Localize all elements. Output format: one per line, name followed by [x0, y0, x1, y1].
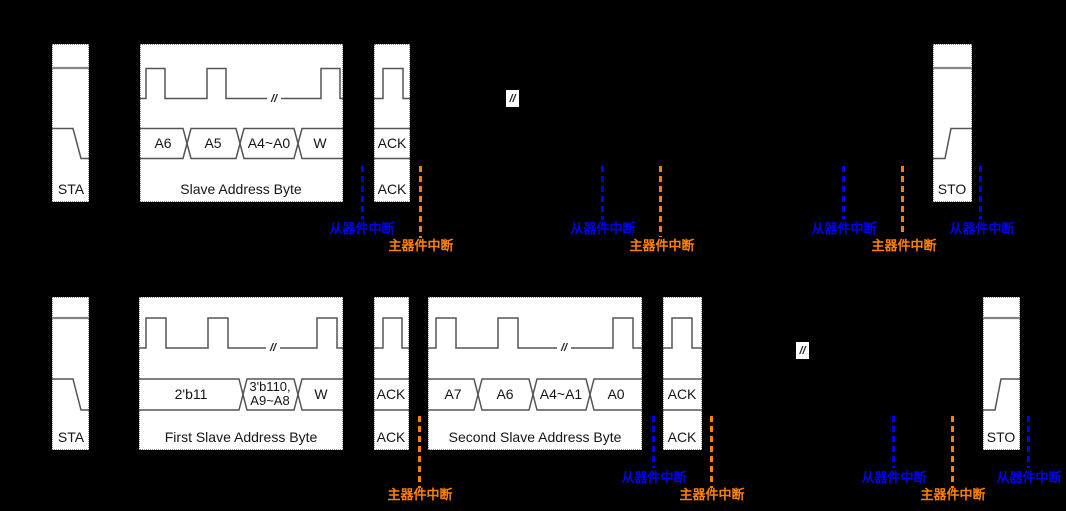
break-icon: // [506, 90, 519, 107]
row1-sta-label: STA [57, 181, 85, 197]
row1-sto-label: STO [937, 181, 967, 197]
master-interrupt-label: 主器件中断 [387, 487, 453, 502]
row1-sto-box [933, 44, 972, 202]
row2-bus-cell-a4-a1: A4~A1 [539, 386, 583, 402]
row1-ack-box [374, 44, 410, 202]
master-interrupt-label: 主器件中断 [871, 238, 937, 253]
master-interrupt-line [418, 416, 421, 488]
slave-interrupt-label: 从器件中断 [570, 221, 636, 236]
row2-sto-label: STO [986, 429, 1016, 445]
master-interrupt-label: 主器件中断 [629, 238, 695, 253]
master-interrupt-label: 主器件中断 [920, 487, 986, 502]
row2-byte1-caption: First Slave Address Byte [164, 429, 318, 445]
row2-ack2-cell: ACK [667, 386, 697, 402]
row1-ack-caption: ACK [377, 181, 407, 197]
row2-sta-label: STA [57, 429, 85, 445]
row2-first-slave-address-byte-box [139, 297, 343, 450]
row2-sto-box [983, 297, 1020, 450]
row2-ack2-caption: ACK [667, 429, 697, 445]
cell-line-2: A9~A8 [250, 393, 290, 408]
row1-bus-cell-a6: A6 [154, 135, 172, 151]
row1-byte-caption: Slave Address Byte [180, 181, 302, 197]
row1-ack-cell: ACK [377, 135, 407, 151]
row2-bus-cell-a7: A7 [444, 386, 462, 402]
slave-interrupt-line [842, 166, 845, 219]
break-icon: // [266, 340, 280, 356]
slave-interrupt-line [601, 166, 604, 220]
master-interrupt-line [419, 166, 422, 238]
master-interrupt-line [901, 166, 904, 234]
slave-interrupt-label: 从器件中断 [996, 470, 1062, 485]
row1-bus-cell-a4-a0: A4~A0 [247, 135, 291, 151]
row2-byte2-caption: Second Slave Address Byte [448, 429, 622, 445]
master-interrupt-label: 主器件中断 [388, 238, 454, 253]
row1-bus-cell-a5: A5 [204, 135, 222, 151]
break-icon: // [267, 91, 281, 106]
slave-interrupt-line [979, 166, 982, 219]
row2-ack1-cell: ACK [376, 386, 406, 402]
slave-interrupt-line [1027, 416, 1030, 468]
row2-bus-cell-a6: A6 [496, 386, 514, 402]
master-interrupt-label: 主器件中断 [679, 487, 745, 502]
row2-ack1-caption: ACK [376, 429, 406, 445]
break-icon: // [557, 340, 571, 356]
slave-interrupt-line [652, 416, 655, 468]
slave-interrupt-label: 从器件中断 [329, 221, 395, 236]
master-interrupt-line [710, 416, 713, 488]
row2-ack2-box [663, 297, 702, 450]
slave-interrupt-label: 从器件中断 [949, 221, 1015, 236]
row2-ack1-box [374, 297, 409, 450]
slave-interrupt-label: 从器件中断 [811, 221, 877, 236]
slave-interrupt-label: 从器件中断 [621, 470, 687, 485]
row2-second-slave-address-byte-box [428, 297, 642, 450]
slave-interrupt-line [361, 166, 364, 219]
row2-bus-cell-a0: A0 [607, 386, 625, 402]
slave-interrupt-line [892, 416, 895, 468]
row2-bus-cell-3b110-a9a8: 3'b110,A9~A8 [249, 380, 290, 408]
slave-interrupt-label: 从器件中断 [861, 470, 927, 485]
cell-line-1: 3'b110, [249, 379, 291, 394]
master-interrupt-line [951, 416, 954, 488]
row2-sta-box [52, 297, 89, 450]
master-interrupt-line [659, 166, 662, 237]
row1-slave-address-byte-box [140, 44, 343, 202]
row2-bus-cell-w: W [314, 386, 328, 402]
row2-bus-cell-2b11: 2'b11 [174, 386, 208, 402]
row1-sta-box [52, 44, 89, 202]
row1-bus-cell-w: W [313, 135, 327, 151]
break-icon: // [796, 342, 809, 359]
